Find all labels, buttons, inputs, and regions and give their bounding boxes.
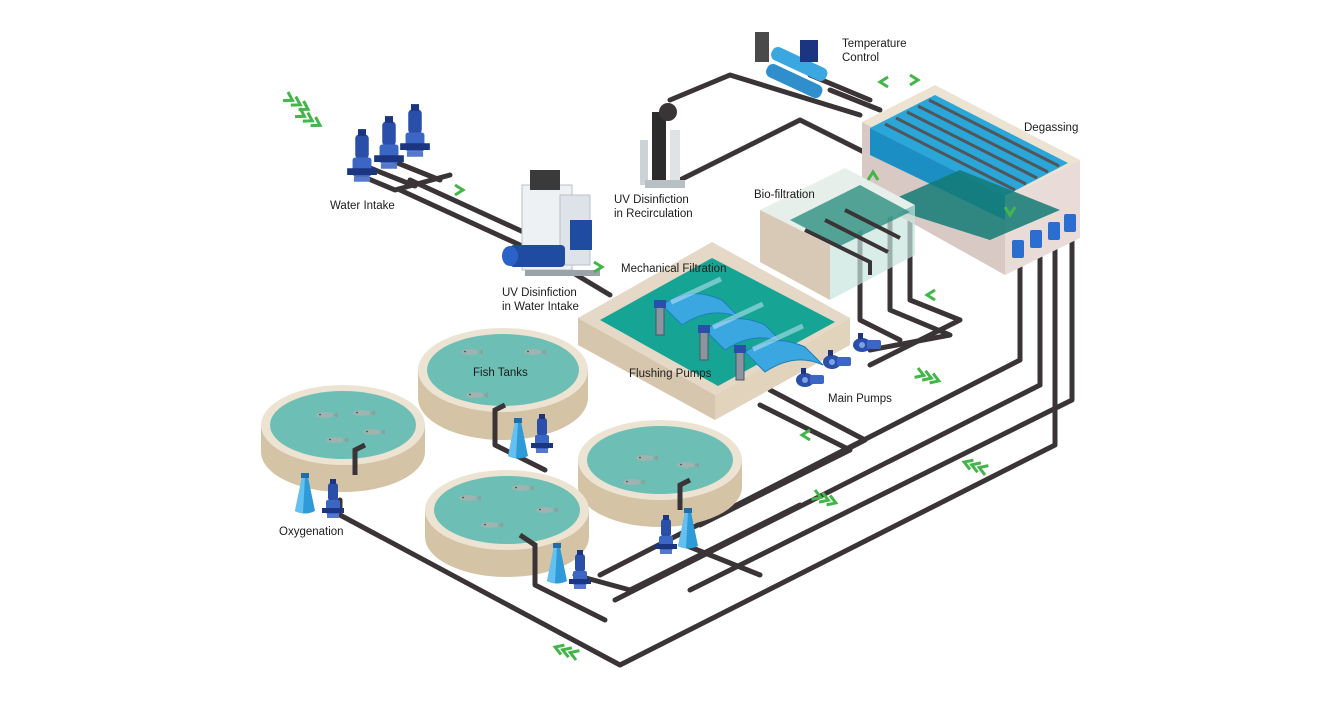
uv-unit-icon [502, 170, 600, 276]
fish-tanks [261, 328, 742, 585]
label-bio-filtration: Bio-filtration [754, 189, 815, 201]
label-uv-recirc-line1: UV Disinfiction [614, 194, 689, 206]
fish-tank [261, 385, 425, 492]
label-temperature-control: Temperature Control [842, 37, 907, 65]
uv-recirculation-unit [640, 103, 685, 188]
label-oxygenation: Oxygenation [279, 526, 344, 538]
label-mechanical-filtration: Mechanical Filtration [621, 263, 727, 275]
label-flushing-pumps: Flushing Pumps [629, 368, 712, 380]
mechanical-filtration-basin [578, 242, 850, 420]
label-uv-intake-line2: in Water Intake [502, 301, 579, 313]
fish-tank [418, 328, 588, 440]
label-uv-recirculation: UV Disinfiction in Recirculation [614, 193, 693, 221]
bio-filtration-tank [760, 168, 915, 300]
label-uv-intake: UV Disinfiction in Water Intake [502, 286, 579, 314]
fish-tank [425, 470, 589, 577]
degassing-unit [862, 85, 1080, 275]
label-temperature-line2: Control [842, 52, 880, 64]
label-uv-intake-line1: UV Disinfiction [502, 287, 577, 299]
heat-exchanger-icon [755, 32, 828, 99]
label-temperature-line1: Temperature [842, 38, 907, 50]
label-uv-recirc-line2: in Recirculation [614, 208, 693, 220]
label-water-intake: Water Intake [330, 200, 395, 212]
fish-tank [578, 420, 742, 527]
label-degassing: Degassing [1024, 122, 1079, 134]
label-main-pumps: Main Pumps [828, 393, 892, 405]
label-fish-tanks: Fish Tanks [473, 367, 528, 379]
